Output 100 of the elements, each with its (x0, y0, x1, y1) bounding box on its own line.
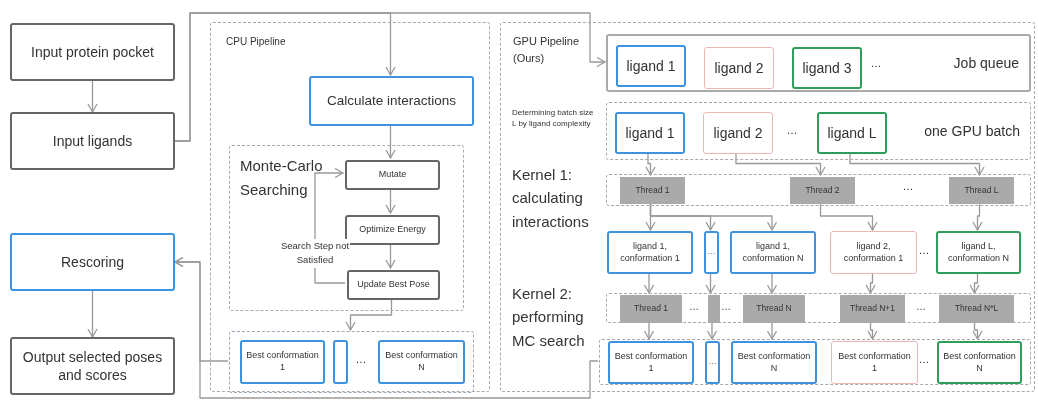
process-box (616, 45, 686, 87)
box-label: ligand 1 (624, 123, 676, 143)
group-panel (229, 331, 474, 393)
process-box (703, 112, 773, 154)
process-box (347, 270, 440, 300)
process-box (10, 23, 175, 81)
arrow (705, 272, 716, 294)
arrow (865, 272, 876, 294)
arrow (385, 187, 396, 214)
process-box (792, 47, 862, 89)
arrow (385, 242, 396, 269)
process-box (608, 341, 694, 384)
thread-block (620, 177, 685, 204)
note-text: Determining batch size L by ligand complexity (512, 108, 595, 130)
arrow (706, 320, 718, 340)
box-label: Calculate interactions (325, 92, 458, 111)
group-panel (210, 22, 490, 392)
box-label: Optimize Energy (358, 223, 427, 237)
box-label: Thread 1 (633, 302, 669, 316)
panel-title: CPU Pipeline (226, 35, 286, 48)
process-box (830, 231, 917, 274)
box-label: ligand 2, conformation 1 (842, 239, 905, 265)
queue-panel (606, 34, 1031, 92)
process-box (704, 47, 774, 89)
box-label: Thread N*L (953, 302, 1000, 316)
ellipsis: … (688, 300, 700, 314)
panel-title: one GPU batch (924, 121, 1020, 141)
ellipsis: … (354, 352, 368, 367)
box-label: ligand 1, conformation N (741, 239, 805, 265)
panel-title: Monte-Carlo Searching (240, 156, 324, 200)
process-box (817, 112, 887, 154)
process-box (333, 340, 348, 384)
process-box (10, 233, 175, 291)
arrow (345, 297, 393, 331)
group-panel (606, 174, 1031, 206)
box-label: Best conformation 1 (837, 349, 912, 375)
thread-block (743, 295, 805, 323)
box-label: Output selected poses and scores (21, 347, 164, 385)
process-box (730, 231, 816, 274)
process-box (731, 341, 817, 384)
process-box (704, 231, 719, 274)
process-box (10, 112, 175, 170)
box-label: Thread L (963, 183, 1000, 197)
group-panel (500, 22, 1035, 392)
thread-block (708, 295, 720, 323)
box-label: Best conformation 1 (245, 349, 320, 374)
arrow (849, 151, 985, 176)
process-box (10, 337, 175, 395)
box-label: … (707, 356, 718, 369)
thread-block (620, 295, 682, 323)
kernel-title: Kernel 1: calculating interactions (512, 165, 590, 232)
thread-block (949, 177, 1014, 204)
arrow (969, 272, 980, 294)
ellipsis: … (915, 300, 927, 314)
arrow (174, 12, 606, 142)
box-label: Input ligands (51, 131, 134, 151)
process-box (240, 340, 325, 384)
box-label: Thread N (755, 302, 793, 316)
box-label: ligand 1 (625, 56, 677, 76)
thread-block (790, 177, 855, 204)
ellipsis: … (917, 352, 931, 367)
thread-block (840, 295, 905, 323)
box-label: ligand 3 (801, 58, 853, 78)
edge-label: Search Step not Satisfied (280, 239, 350, 268)
box-label: ligand L (826, 123, 878, 143)
box-label: Mutate (377, 168, 408, 182)
box-label: Best conformation N (942, 349, 1017, 375)
ellipsis: … (917, 243, 931, 258)
box-label: Update Best Pose (356, 278, 431, 292)
box-label: ligand L, conformation N (947, 239, 1010, 265)
process-box (309, 76, 474, 126)
arrow (643, 272, 655, 294)
arrow (87, 80, 98, 113)
box-label: ligand 1, conformation 1 (619, 239, 681, 265)
ellipsis: … (785, 123, 799, 138)
process-box (607, 231, 693, 274)
group-panel (606, 102, 1031, 160)
box-label: ligand 2 (712, 123, 764, 143)
ellipsis: … (720, 300, 732, 314)
box-label: Best conformation N (384, 349, 459, 374)
process-box (705, 341, 720, 384)
box-label: Thread 2 (804, 183, 841, 197)
panel-title: GPU Pipeline (Ours) (513, 34, 581, 66)
arrow (766, 272, 778, 294)
process-box (378, 340, 465, 384)
process-box (345, 215, 440, 245)
panel-title: Job queue (953, 53, 1019, 73)
arrow (174, 256, 599, 399)
ellipsis: … (869, 56, 883, 71)
arrow (645, 151, 656, 176)
box-label: Input protein pocket (30, 42, 155, 62)
process-box (345, 160, 440, 190)
arrow (385, 124, 396, 159)
ellipsis: … (901, 179, 915, 194)
group-panel (606, 293, 1031, 323)
box-label: ligand 2 (713, 58, 765, 78)
process-box (936, 231, 1021, 274)
box-label: Best conformation N (736, 349, 812, 375)
box-label: … (706, 246, 717, 259)
process-box (831, 341, 918, 384)
